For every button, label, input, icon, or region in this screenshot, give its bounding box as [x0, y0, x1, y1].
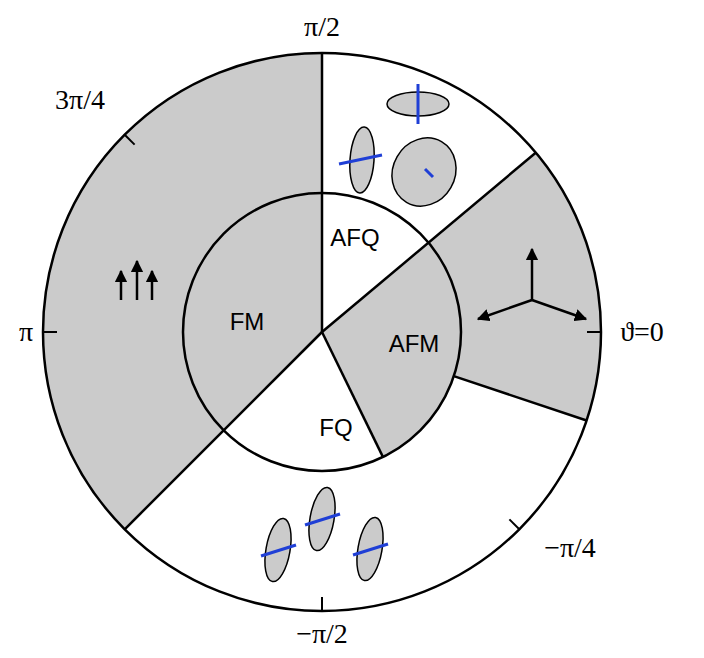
director-bar	[353, 544, 388, 555]
outer-circle	[43, 53, 601, 611]
phase-label: FM	[230, 310, 265, 334]
director-bar	[417, 84, 420, 124]
quadrupole-ellipse	[261, 516, 296, 583]
outer-disc	[43, 53, 601, 611]
tick	[321, 597, 323, 611]
phase-label: AFQ	[330, 226, 379, 250]
angle-label: −π/2	[296, 620, 348, 648]
tick	[587, 331, 601, 333]
quadrupole-ellipse	[380, 126, 469, 218]
tick	[43, 331, 57, 333]
antiferroquad-ellipses	[339, 84, 468, 218]
angle-label: 3π/4	[55, 86, 105, 114]
angle-label: −π/4	[544, 534, 596, 562]
director-bar	[425, 169, 433, 177]
boundary-line	[321, 53, 324, 332]
fm-inner-region	[183, 193, 322, 430]
spin-arrow	[478, 300, 532, 319]
boundary-line	[454, 376, 587, 420]
spin-arrow	[120, 271, 123, 300]
quadrupole-ellipse	[305, 485, 340, 552]
boundary-line	[125, 332, 322, 529]
boundaries	[43, 53, 601, 611]
phase-label: AFM	[389, 332, 440, 356]
tick	[509, 519, 519, 529]
antiferro-arrows	[478, 249, 586, 319]
director-bar	[261, 545, 296, 556]
quadrupole-ellipse	[353, 515, 388, 582]
angle-label: ϑ=0	[620, 318, 664, 346]
spin-arrow	[532, 300, 586, 319]
director-bar	[339, 155, 382, 164]
ferro-arrows	[121, 261, 152, 300]
phase-label: FQ	[319, 416, 352, 440]
angle-label: π	[19, 318, 33, 346]
ticks	[43, 135, 601, 611]
spin-arrow	[151, 271, 154, 300]
director-bar	[305, 514, 340, 525]
spin-arrow	[531, 249, 534, 300]
tick	[125, 135, 135, 145]
ferroquad-ellipses	[261, 485, 388, 583]
spin-arrow	[136, 261, 139, 300]
angle-label: π/2	[304, 13, 340, 41]
